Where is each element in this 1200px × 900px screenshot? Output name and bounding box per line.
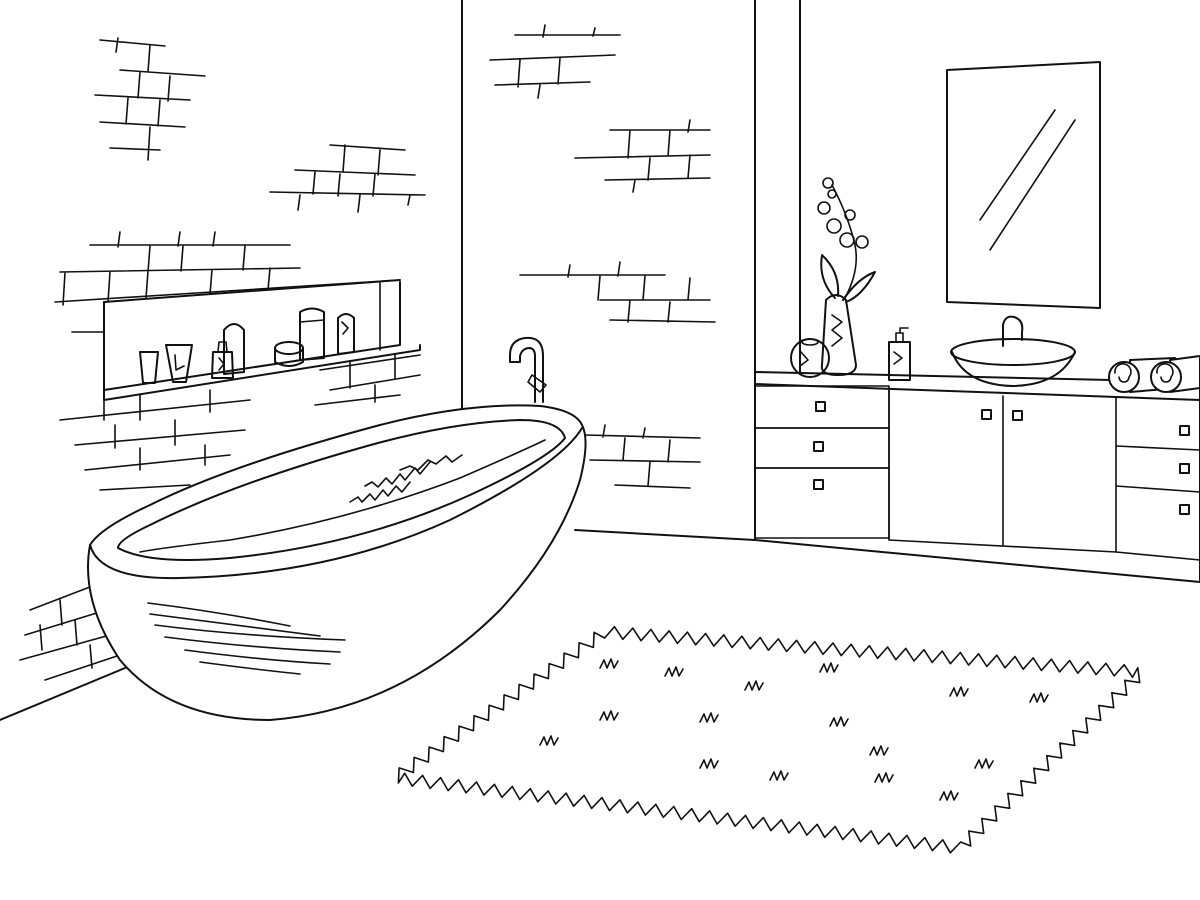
lotion-tube-2 bbox=[165, 344, 193, 383]
water-ripple-3 bbox=[399, 454, 463, 471]
tall-jar bbox=[299, 307, 325, 361]
back-floor-line bbox=[574, 529, 756, 541]
orchid-stem bbox=[831, 184, 858, 299]
orchid-leaf-1 bbox=[820, 254, 840, 299]
rug-tuft bbox=[949, 686, 969, 697]
bathtub-body bbox=[87, 404, 587, 721]
drawer-knob-3 bbox=[813, 479, 824, 490]
water-ripple-2 bbox=[364, 461, 431, 488]
soap-dispenser bbox=[888, 327, 911, 381]
niche-top bbox=[103, 279, 401, 303]
spray-bottle bbox=[223, 323, 245, 375]
door-knob-left bbox=[981, 409, 992, 420]
shampoo-bottle bbox=[337, 313, 355, 355]
rolled-towels bbox=[1108, 355, 1200, 393]
sink-faucet bbox=[1002, 315, 1024, 347]
mirror-glint-2 bbox=[989, 119, 1076, 251]
bathtub-waterline bbox=[139, 439, 546, 553]
drawer-knob-4 bbox=[1179, 425, 1190, 436]
rug-tuft bbox=[539, 735, 559, 746]
vanity-left-drawers bbox=[754, 385, 890, 539]
vanity-center-doors bbox=[888, 389, 1117, 553]
rug-tuft bbox=[819, 662, 839, 673]
rug-tuft bbox=[664, 666, 684, 677]
bathtub-rim-outer bbox=[89, 427, 583, 580]
sink-bowl bbox=[951, 351, 1076, 387]
rug-tuft bbox=[939, 790, 959, 801]
drawer-knob-5 bbox=[1179, 463, 1190, 474]
wall-mirror bbox=[946, 61, 1101, 309]
vanity-countertop bbox=[754, 371, 1200, 401]
drawer-knob-6 bbox=[1179, 504, 1190, 515]
rug-tuft bbox=[869, 745, 889, 756]
rug-tuft bbox=[1029, 692, 1049, 703]
rug-tuft bbox=[974, 758, 994, 769]
vessel-sink bbox=[950, 315, 1076, 387]
rug-tuft bbox=[699, 758, 719, 769]
small-bottle bbox=[211, 351, 234, 379]
brick-wall bbox=[19, 24, 716, 681]
rug-tuft bbox=[829, 716, 849, 727]
orchid-vase bbox=[817, 177, 876, 376]
rug-fringe bbox=[397, 625, 1141, 854]
rug-tuft bbox=[599, 710, 619, 721]
left-floor-line bbox=[0, 667, 126, 721]
niche-bottom bbox=[103, 301, 421, 401]
rug-tufts bbox=[539, 658, 1049, 801]
vanity-floor-line bbox=[754, 539, 1200, 583]
shelf-toiletries bbox=[139, 307, 355, 384]
towel-roll-2 bbox=[1150, 361, 1182, 393]
freestanding-bathtub bbox=[87, 404, 587, 721]
drawer-knob-1 bbox=[815, 401, 826, 412]
round-jar bbox=[790, 338, 830, 378]
rug-tuft bbox=[769, 770, 789, 781]
mirror-frame bbox=[946, 61, 1101, 309]
towel-roll-1 bbox=[1108, 361, 1140, 393]
niche-ledge bbox=[103, 281, 401, 391]
shaggy-rug bbox=[397, 625, 1141, 854]
orchid-leaf-2 bbox=[842, 271, 876, 303]
rug-tuft bbox=[874, 772, 894, 783]
vanity-cabinet bbox=[754, 371, 1200, 583]
door-knob-right bbox=[1012, 410, 1023, 421]
cream-jar bbox=[274, 341, 304, 355]
bath-faucet bbox=[509, 336, 547, 403]
mirror-glint-1 bbox=[979, 109, 1056, 221]
bathtub-rim-inner bbox=[117, 419, 566, 562]
bathtub-hatching bbox=[147, 602, 346, 675]
drawer-knob-2 bbox=[813, 441, 824, 452]
sink-rim bbox=[950, 338, 1076, 366]
rug-tuft bbox=[599, 658, 619, 669]
wall-niche-shelf bbox=[103, 279, 421, 401]
vanity-right-drawers bbox=[1115, 425, 1200, 561]
water-ripple-1 bbox=[349, 481, 411, 503]
rug-tuft bbox=[744, 680, 764, 691]
rug-tuft bbox=[699, 712, 719, 723]
lotion-tube-1 bbox=[139, 351, 159, 384]
orchid-blossoms bbox=[817, 177, 869, 249]
